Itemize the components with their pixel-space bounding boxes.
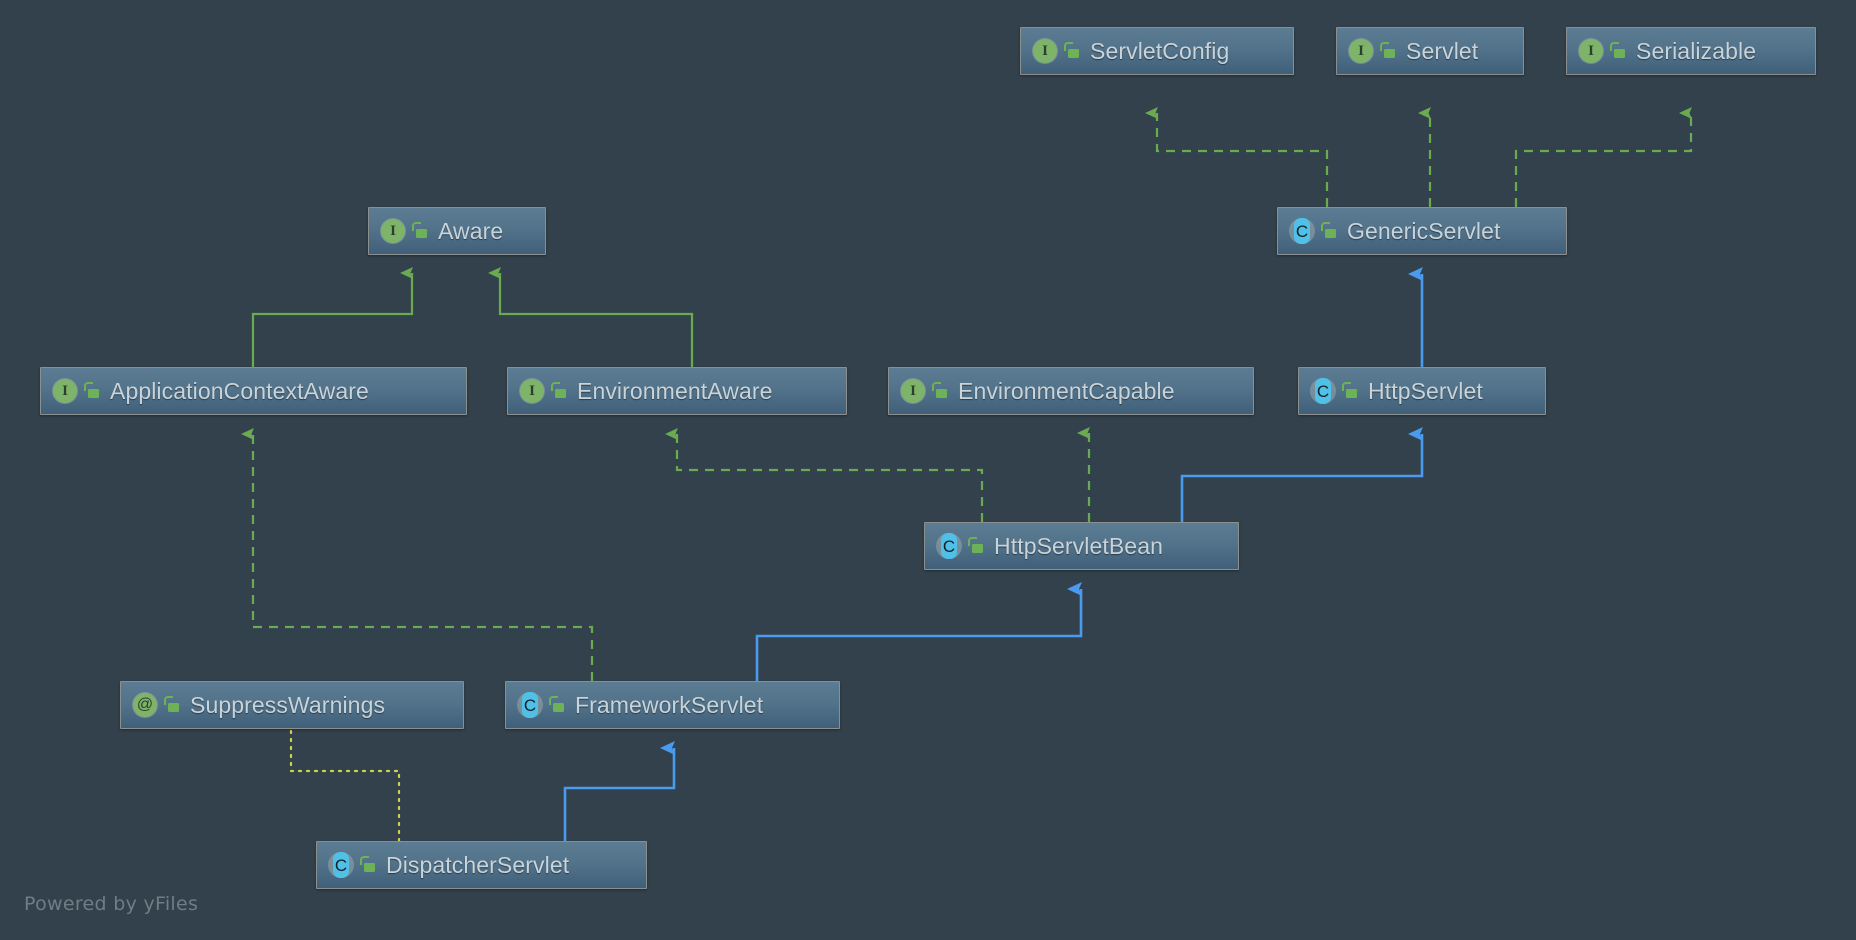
- interface-icon: I: [380, 218, 406, 244]
- uml-node-httpservlet[interactable]: C HttpServlet: [1298, 367, 1546, 415]
- uml-node-httpservletbean[interactable]: C HttpServletBean: [924, 522, 1239, 570]
- node-label: SuppressWarnings: [190, 691, 386, 718]
- class-icon: C: [1310, 378, 1336, 404]
- uml-node-aware[interactable]: I Aware: [368, 207, 546, 255]
- public-lock-icon: [83, 382, 99, 400]
- node-label: Aware: [438, 217, 504, 244]
- public-lock-icon: [550, 382, 566, 400]
- edge-environmentaware-extends-aware: [488, 267, 694, 367]
- edge-httpservletbean-implements-environmentaware: [665, 428, 984, 522]
- public-lock-icon: [1379, 42, 1395, 60]
- node-label: HttpServletBean: [994, 532, 1163, 559]
- public-lock-icon: [1609, 42, 1625, 60]
- interface-icon: I: [1578, 38, 1604, 64]
- node-label: Servlet: [1406, 37, 1479, 64]
- uml-node-servletconfig[interactable]: I ServletConfig: [1020, 27, 1294, 75]
- annotation-icon: @: [132, 692, 158, 718]
- public-lock-icon: [967, 537, 983, 555]
- uml-node-servlet[interactable]: I Servlet: [1336, 27, 1524, 75]
- node-label: DispatcherServlet: [386, 851, 570, 878]
- edge-dispatcherservlet-annotated-suppresswarnings: [289, 728, 401, 843]
- public-lock-icon: [1320, 222, 1336, 240]
- node-label: EnvironmentAware: [577, 377, 773, 404]
- public-lock-icon: [1341, 382, 1357, 400]
- node-label: GenericServlet: [1347, 217, 1501, 244]
- interface-icon: I: [1348, 38, 1374, 64]
- class-icon: C: [1289, 218, 1315, 244]
- uml-node-environmentaware[interactable]: I EnvironmentAware: [507, 367, 847, 415]
- interface-icon: I: [52, 378, 78, 404]
- node-label: ServletConfig: [1090, 37, 1230, 64]
- yfiles-watermark: Powered by yFiles: [24, 893, 199, 915]
- node-label: Serializable: [1636, 37, 1757, 64]
- uml-node-genericservlet[interactable]: C GenericServlet: [1277, 207, 1567, 255]
- edge-genericservlet-implements-serializable: [1514, 107, 1693, 207]
- class-icon: C: [517, 692, 543, 718]
- edge-frameworkservlet-extends-httpservletbean: [755, 582, 1083, 681]
- interface-icon: I: [1032, 38, 1058, 64]
- uml-node-serializable[interactable]: I Serializable: [1566, 27, 1816, 75]
- public-lock-icon: [1063, 42, 1079, 60]
- public-lock-icon: [163, 696, 179, 714]
- edge-dispatcherservlet-extends-frameworkservlet: [563, 741, 676, 841]
- interface-icon: I: [900, 378, 926, 404]
- edge-genericservlet-implements-servletconfig: [1145, 107, 1329, 207]
- edge-frameworkservlet-implements-applicationcontextaware: [241, 428, 594, 681]
- node-label: EnvironmentCapable: [958, 377, 1175, 404]
- public-lock-icon: [359, 856, 375, 874]
- public-lock-icon: [548, 696, 564, 714]
- uml-node-dispatcherservlet[interactable]: C DispatcherServlet: [316, 841, 647, 889]
- interface-icon: I: [519, 378, 545, 404]
- class-icon: C: [328, 852, 354, 878]
- edge-applicationcontextaware-extends-aware: [251, 267, 414, 367]
- public-lock-icon: [411, 222, 427, 240]
- public-lock-icon: [931, 382, 947, 400]
- node-label: HttpServlet: [1368, 377, 1483, 404]
- node-label: ApplicationContextAware: [110, 377, 369, 404]
- uml-node-environmentcapable[interactable]: I EnvironmentCapable: [888, 367, 1254, 415]
- uml-node-frameworkservlet[interactable]: C FrameworkServlet: [505, 681, 840, 729]
- edge-httpservletbean-extends-httpservlet: [1180, 427, 1424, 522]
- class-icon: C: [936, 533, 962, 559]
- uml-node-applicationcontextaware[interactable]: I ApplicationContextAware: [40, 367, 467, 415]
- uml-node-suppresswarnings[interactable]: @ SuppressWarnings: [120, 681, 464, 729]
- node-label: FrameworkServlet: [575, 691, 764, 718]
